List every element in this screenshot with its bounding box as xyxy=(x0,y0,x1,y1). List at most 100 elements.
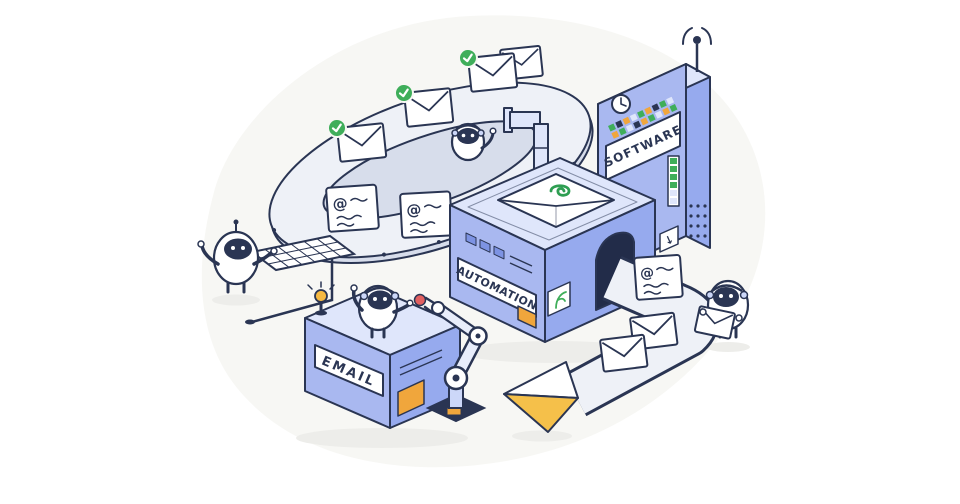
software-sign xyxy=(605,111,681,181)
held-ball xyxy=(413,293,427,307)
robot-hand xyxy=(197,240,205,248)
vent-slits xyxy=(509,255,533,274)
robot-hand xyxy=(489,127,497,135)
robot-eye xyxy=(729,294,733,298)
text-squiggle xyxy=(336,222,355,227)
antenna-icon xyxy=(682,27,712,72)
pixel-mosaic xyxy=(608,96,678,139)
headset-band-icon xyxy=(365,286,395,295)
at-card-2: @ xyxy=(399,190,454,239)
headset-band-icon xyxy=(711,284,743,293)
headset-ear-icon xyxy=(451,129,459,137)
robot-hand xyxy=(406,299,414,307)
text-squiggle xyxy=(423,204,442,209)
paper-plane-icon xyxy=(503,361,579,433)
conveyor-lower xyxy=(563,256,719,417)
robot-arm xyxy=(413,293,488,423)
at-icon: @ xyxy=(332,194,348,213)
keyboard-stand xyxy=(251,252,334,324)
shadow-email xyxy=(296,428,468,448)
robot-eye xyxy=(373,297,377,301)
joint-pin xyxy=(475,333,481,339)
check-icon xyxy=(458,48,478,68)
text-squiggle xyxy=(409,221,436,227)
envelope-flap xyxy=(631,315,673,336)
robot-left xyxy=(197,219,278,294)
headset-ear-icon xyxy=(359,291,369,301)
headset-ear-icon xyxy=(739,290,749,300)
text-squiggle xyxy=(643,290,662,295)
stand-foot xyxy=(245,319,255,325)
gripper-claws xyxy=(423,296,436,315)
access-panel xyxy=(397,379,425,417)
envelope-on-top xyxy=(497,173,615,228)
robot-eye xyxy=(461,133,466,138)
robot-face xyxy=(457,128,479,144)
keyboard-keys xyxy=(259,238,347,268)
envelope-lower-1 xyxy=(599,333,649,373)
text-squiggle xyxy=(350,197,368,202)
vent-slits xyxy=(399,349,443,376)
joint-pin xyxy=(452,374,460,382)
sprout-icon xyxy=(555,291,567,309)
antenna-tip xyxy=(233,219,239,225)
plant-card xyxy=(547,281,571,317)
envelope-flap xyxy=(601,337,643,358)
email-sign xyxy=(314,344,384,397)
headset-ear-icon xyxy=(477,129,485,137)
at-icon: @ xyxy=(406,200,422,219)
robot-eye xyxy=(719,294,723,298)
status-meter xyxy=(667,155,680,207)
robot-center xyxy=(350,284,414,339)
text-squiggle xyxy=(410,229,428,234)
machine-top-rim xyxy=(467,167,638,241)
robot-right xyxy=(693,279,750,340)
shadow-plane xyxy=(512,430,572,442)
email-machine: EMAIL xyxy=(304,281,461,429)
shadow-robot-right xyxy=(706,342,750,352)
robot-face xyxy=(713,287,739,307)
robot-eye xyxy=(241,246,245,250)
plane-keel xyxy=(503,393,579,433)
text-squiggle xyxy=(656,266,674,271)
robot-hand xyxy=(350,284,358,292)
envelope-checked-2 xyxy=(394,83,455,128)
robot-hand xyxy=(699,308,707,316)
envelope-checked-1 xyxy=(327,118,388,163)
automation-machine: AUTOMATION xyxy=(449,107,656,343)
tower-right-face xyxy=(685,63,711,249)
exhaust-pipe xyxy=(503,107,549,171)
signal-arcs xyxy=(682,27,712,45)
check-icon xyxy=(394,83,414,103)
headset-ear-icon xyxy=(390,291,400,301)
keyboard xyxy=(245,234,357,325)
envelope-checked-3 xyxy=(458,48,519,93)
robot-legs xyxy=(370,327,386,339)
at-icon: @ xyxy=(640,265,655,282)
robot-hand xyxy=(270,247,278,255)
robot-arm-left xyxy=(200,244,220,266)
at-card-3: @ xyxy=(633,253,684,301)
robot-hand xyxy=(735,314,743,322)
envelope-flap xyxy=(338,125,382,147)
envelope-flap xyxy=(405,90,449,112)
envelope-flap xyxy=(469,55,513,77)
conveyor-lower-belt xyxy=(565,258,716,414)
robot-eye xyxy=(231,246,235,250)
hazard-chip xyxy=(446,407,462,416)
text-squiggle xyxy=(643,282,669,288)
robot-eye xyxy=(470,133,475,138)
clock-icon xyxy=(611,94,631,114)
shadow-robot-left xyxy=(212,294,260,306)
robot-on-belt xyxy=(450,122,497,162)
robot-face xyxy=(224,238,252,260)
hatch-panel xyxy=(517,305,537,329)
robot-face xyxy=(367,290,393,310)
headset-band-icon xyxy=(455,124,481,131)
at-card-1: @ xyxy=(325,183,380,233)
siren-light-icon xyxy=(307,281,335,316)
down-arrow-panel: ↓ xyxy=(659,225,679,253)
text-squiggle xyxy=(336,214,362,220)
